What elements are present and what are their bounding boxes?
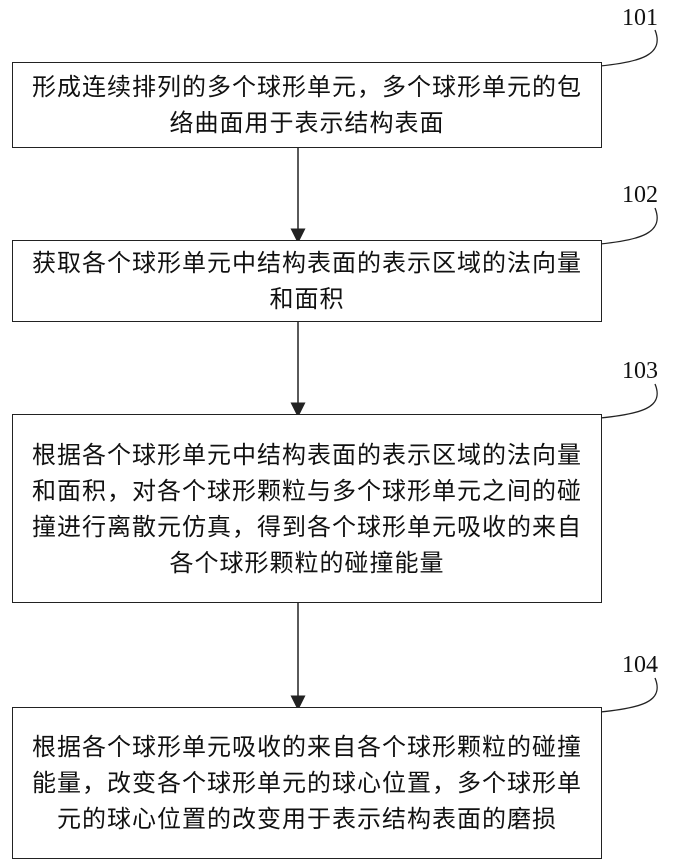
- step-box-103: 根据各个球形单元中结构表面的表示区域的法向量和面积，对各个球形颗粒与多个球形单元…: [12, 414, 602, 603]
- step-label-102: 102: [622, 183, 658, 207]
- leader-line-102: [600, 208, 657, 244]
- step-label-103: 103: [622, 359, 658, 383]
- step-label-101: 101: [622, 6, 658, 30]
- step-box-104: 根据各个球形单元吸收的来自各个球形颗粒的碰撞能量，改变各个球形单元的球心位置，多…: [12, 707, 602, 859]
- leader-line-104: [600, 678, 657, 712]
- step-text-103: 根据各个球形单元中结构表面的表示区域的法向量和面积，对各个球形颗粒与多个球形单元…: [13, 437, 601, 581]
- step-text-104: 根据各个球形单元吸收的来自各个球形颗粒的碰撞能量，改变各个球形单元的球心位置，多…: [13, 729, 601, 837]
- step-box-102: 获取各个球形单元中结构表面的表示区域的法向量和面积: [12, 240, 602, 322]
- leader-line-101: [600, 30, 657, 66]
- step-text-101: 形成连续排列的多个球形单元，多个球形单元的包络曲面用于表示结构表面: [13, 69, 601, 141]
- step-text-102: 获取各个球形单元中结构表面的表示区域的法向量和面积: [13, 245, 601, 317]
- leader-line-103: [600, 384, 657, 418]
- step-label-104: 104: [622, 653, 658, 677]
- step-box-101: 形成连续排列的多个球形单元，多个球形单元的包络曲面用于表示结构表面: [12, 62, 602, 148]
